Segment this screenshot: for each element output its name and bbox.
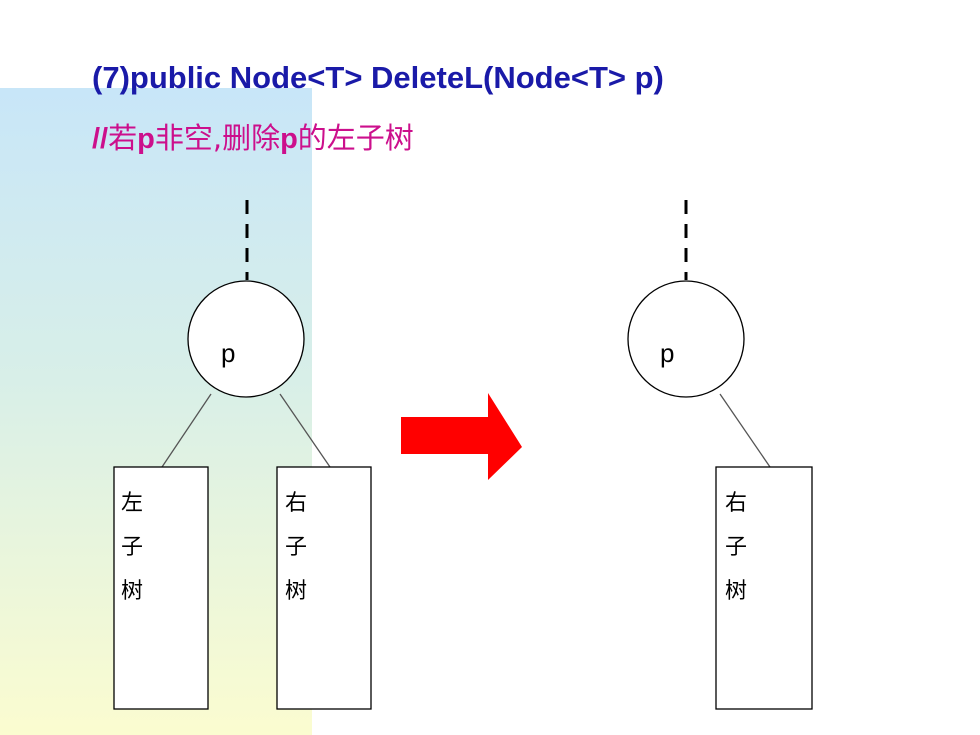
after-right-subtree-char-2: 子	[725, 535, 747, 560]
comment-part2: 非空,删除	[154, 121, 281, 155]
after-right-edge	[719, 393, 771, 468]
before-node-p	[187, 280, 305, 398]
slide-comment: //若p非空,删除p的左子树	[92, 115, 414, 157]
after-node-label: p	[660, 338, 674, 368]
comment-part1: 若	[108, 121, 138, 155]
after-tree: p 右 子 树	[627, 200, 813, 710]
after-right-subtree-char-1: 右	[725, 491, 747, 516]
comment-part3: 的左子树	[297, 121, 414, 155]
after-right-subtree-char-3: 树	[725, 579, 747, 604]
before-left-subtree-char-3: 树	[121, 579, 143, 604]
before-tree: p 左 子 树 右 子 树	[113, 200, 372, 710]
before-left-subtree-box	[113, 466, 209, 710]
before-left-subtree-char-1: 左	[121, 491, 143, 516]
before-right-subtree-char-2: 子	[285, 535, 307, 560]
comment-slashes: //	[92, 123, 109, 155]
after-node-p	[627, 280, 745, 398]
transform-arrow	[401, 393, 522, 480]
comment-p1: p	[137, 123, 155, 155]
before-right-subtree-char-1: 右	[285, 491, 307, 516]
before-left-edge	[161, 393, 212, 468]
before-node-label: p	[221, 338, 235, 368]
before-left-subtree-char-2: 子	[121, 535, 143, 560]
comment-p2: p	[280, 123, 298, 155]
before-right-subtree-char-3: 树	[285, 579, 307, 604]
slide-title: (7)public Node<T> DeleteL(Node<T> p)	[92, 60, 664, 95]
after-right-subtree-box	[715, 466, 813, 710]
before-right-edge	[279, 393, 331, 468]
before-right-subtree-box	[276, 466, 372, 710]
